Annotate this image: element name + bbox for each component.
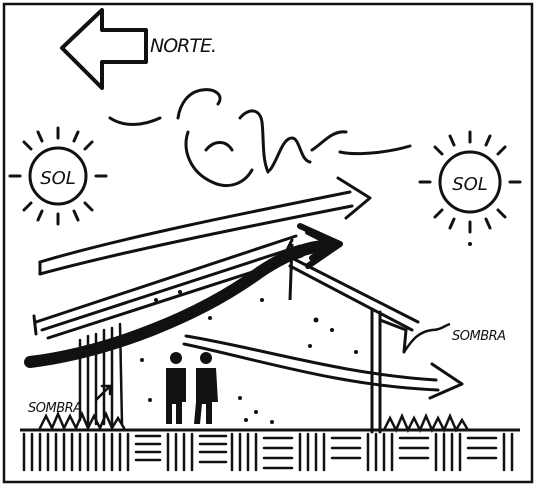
sun-right-label: SOL (452, 174, 488, 195)
shadow-left-label: SOMBRA (28, 401, 82, 416)
shadow-right-label: SOMBRA (452, 329, 506, 344)
person-icon (166, 352, 186, 424)
north-arrow-icon (62, 10, 146, 88)
sketch-frame-border (4, 4, 532, 482)
ground-hatching (24, 434, 512, 470)
wind-swirl-icon (110, 90, 410, 186)
airflow-arrow-exit (184, 336, 462, 398)
sun-left-label: SOL (40, 168, 76, 189)
dot-mark (468, 242, 472, 246)
north-label: NORTE. (150, 35, 216, 57)
person-icon (194, 352, 218, 424)
wall-right (372, 310, 406, 432)
